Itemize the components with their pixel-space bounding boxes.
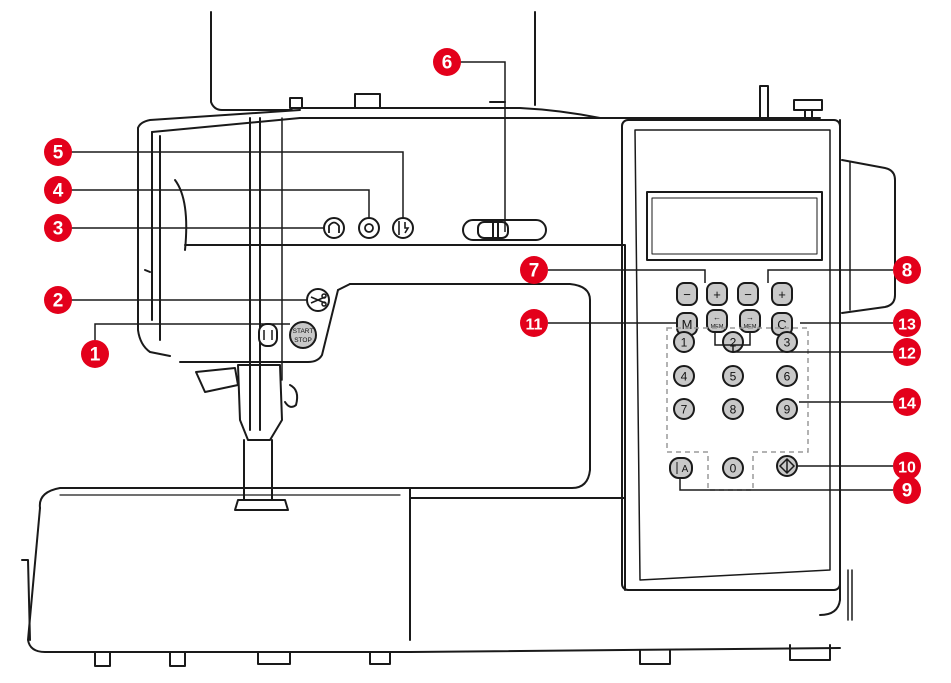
callout-4: 4	[44, 176, 72, 204]
needle-up-down-button[interactable]	[323, 217, 345, 239]
lock-stitch-icon	[364, 223, 374, 233]
mem-forward-button[interactable]: → MEM	[739, 309, 761, 333]
start-stop-button[interactable]: START STOP	[289, 321, 317, 349]
callout-number: 12	[898, 346, 916, 363]
numpad-key-7[interactable]: 7	[673, 398, 695, 420]
numpad-key-label: 4	[681, 370, 688, 384]
callout-1: 1	[81, 340, 109, 368]
callout-number: 6	[442, 53, 453, 74]
callout-number: 13	[898, 317, 916, 334]
cursor-button[interactable]	[776, 455, 798, 477]
leader-lines	[58, 61, 893, 491]
thread-cutter-button[interactable]	[306, 288, 330, 312]
callout-11: 11	[520, 309, 548, 337]
callout-3: 3	[44, 214, 72, 242]
callout-number: 14	[898, 396, 916, 413]
callout-number: 7	[529, 261, 540, 282]
clear-button[interactable]: C	[771, 312, 793, 336]
auto-label: A	[682, 464, 689, 475]
mem-label: MEM	[711, 324, 724, 330]
numpad-key-label: 7	[681, 403, 688, 417]
numpad-key-5[interactable]: 5	[722, 365, 744, 387]
callout-13: 13	[893, 309, 921, 337]
numpad-key-8[interactable]: 8	[722, 398, 744, 420]
stitch-length-minus-button[interactable]: −	[737, 282, 759, 306]
numpad-key-0[interactable]: 0	[722, 457, 744, 479]
numpad-key-1[interactable]: 1	[673, 331, 695, 353]
callout-10: 10	[893, 452, 921, 480]
callout-9: 9	[893, 476, 921, 504]
callout-number: 11	[526, 317, 543, 334]
memory-button-label: M	[682, 317, 693, 332]
callout-number: 4	[53, 181, 64, 202]
callout-14: 14	[893, 388, 921, 416]
lcd-screen	[646, 191, 823, 261]
clear-button-label: C	[777, 317, 786, 332]
callout-number: 10	[898, 460, 916, 477]
numpad-key-label: 8	[730, 403, 737, 417]
cursor-icon	[778, 457, 796, 475]
numpad-key-9[interactable]: 9	[776, 398, 798, 420]
stitch-width-plus-button-label: +	[713, 287, 721, 302]
numpad-key-3[interactable]: 3	[776, 331, 798, 353]
callout-number: 2	[53, 291, 64, 312]
stitch-length-plus-button[interactable]: +	[771, 282, 793, 306]
reverse-stitch-button[interactable]	[392, 217, 414, 239]
callout-5: 5	[44, 138, 72, 166]
auto-button[interactable]: A	[669, 457, 693, 479]
lock-stitch-button[interactable]	[358, 217, 380, 239]
numpad-key-label: 5	[730, 370, 737, 384]
numpad-outline	[666, 327, 809, 491]
machine-body-outline	[21, 11, 896, 667]
stop-label: STOP	[294, 337, 312, 344]
numpad-key-6[interactable]: 6	[776, 365, 798, 387]
callout-12: 12	[893, 338, 921, 366]
callout-2: 2	[44, 286, 72, 314]
mem-label: MEM	[744, 324, 757, 330]
callout-number: 9	[902, 481, 913, 502]
numpad-key-label: 9	[784, 403, 791, 417]
callout-8: 8	[893, 256, 921, 284]
callout-7: 7	[520, 256, 548, 284]
needle-up-down-icon	[328, 221, 340, 233]
numpad-key-label: 2	[730, 336, 737, 350]
numpad-key-4[interactable]: 4	[673, 365, 695, 387]
reverse-stitch-icon	[398, 221, 410, 235]
callout-number: 1	[90, 345, 101, 366]
start-label: START	[293, 328, 314, 335]
scissors-icon	[310, 293, 327, 307]
stitch-length-minus-button-label: −	[744, 287, 752, 302]
stitch-width-plus-button[interactable]: +	[706, 282, 728, 306]
stitch-length-plus-button-label: +	[778, 287, 786, 302]
callout-number: 3	[53, 219, 64, 240]
callout-number: 5	[53, 143, 64, 164]
callout-number: 8	[902, 261, 913, 282]
numpad-key-label: 6	[784, 370, 791, 384]
numpad-key-label: 1	[681, 336, 688, 350]
callout-6: 6	[433, 48, 461, 76]
stitch-width-minus-button[interactable]: −	[676, 282, 698, 306]
arrow-icon: ←	[713, 313, 721, 322]
needle-position-icon	[263, 330, 273, 340]
numpad-key-label: 0	[730, 462, 737, 476]
mem-back-button[interactable]: ← MEM	[706, 309, 728, 333]
stitch-width-minus-button-label: −	[683, 287, 691, 302]
needle-position-button[interactable]	[258, 323, 278, 347]
numpad-key-label: 3	[784, 336, 791, 350]
arrow-icon: →	[746, 313, 754, 322]
